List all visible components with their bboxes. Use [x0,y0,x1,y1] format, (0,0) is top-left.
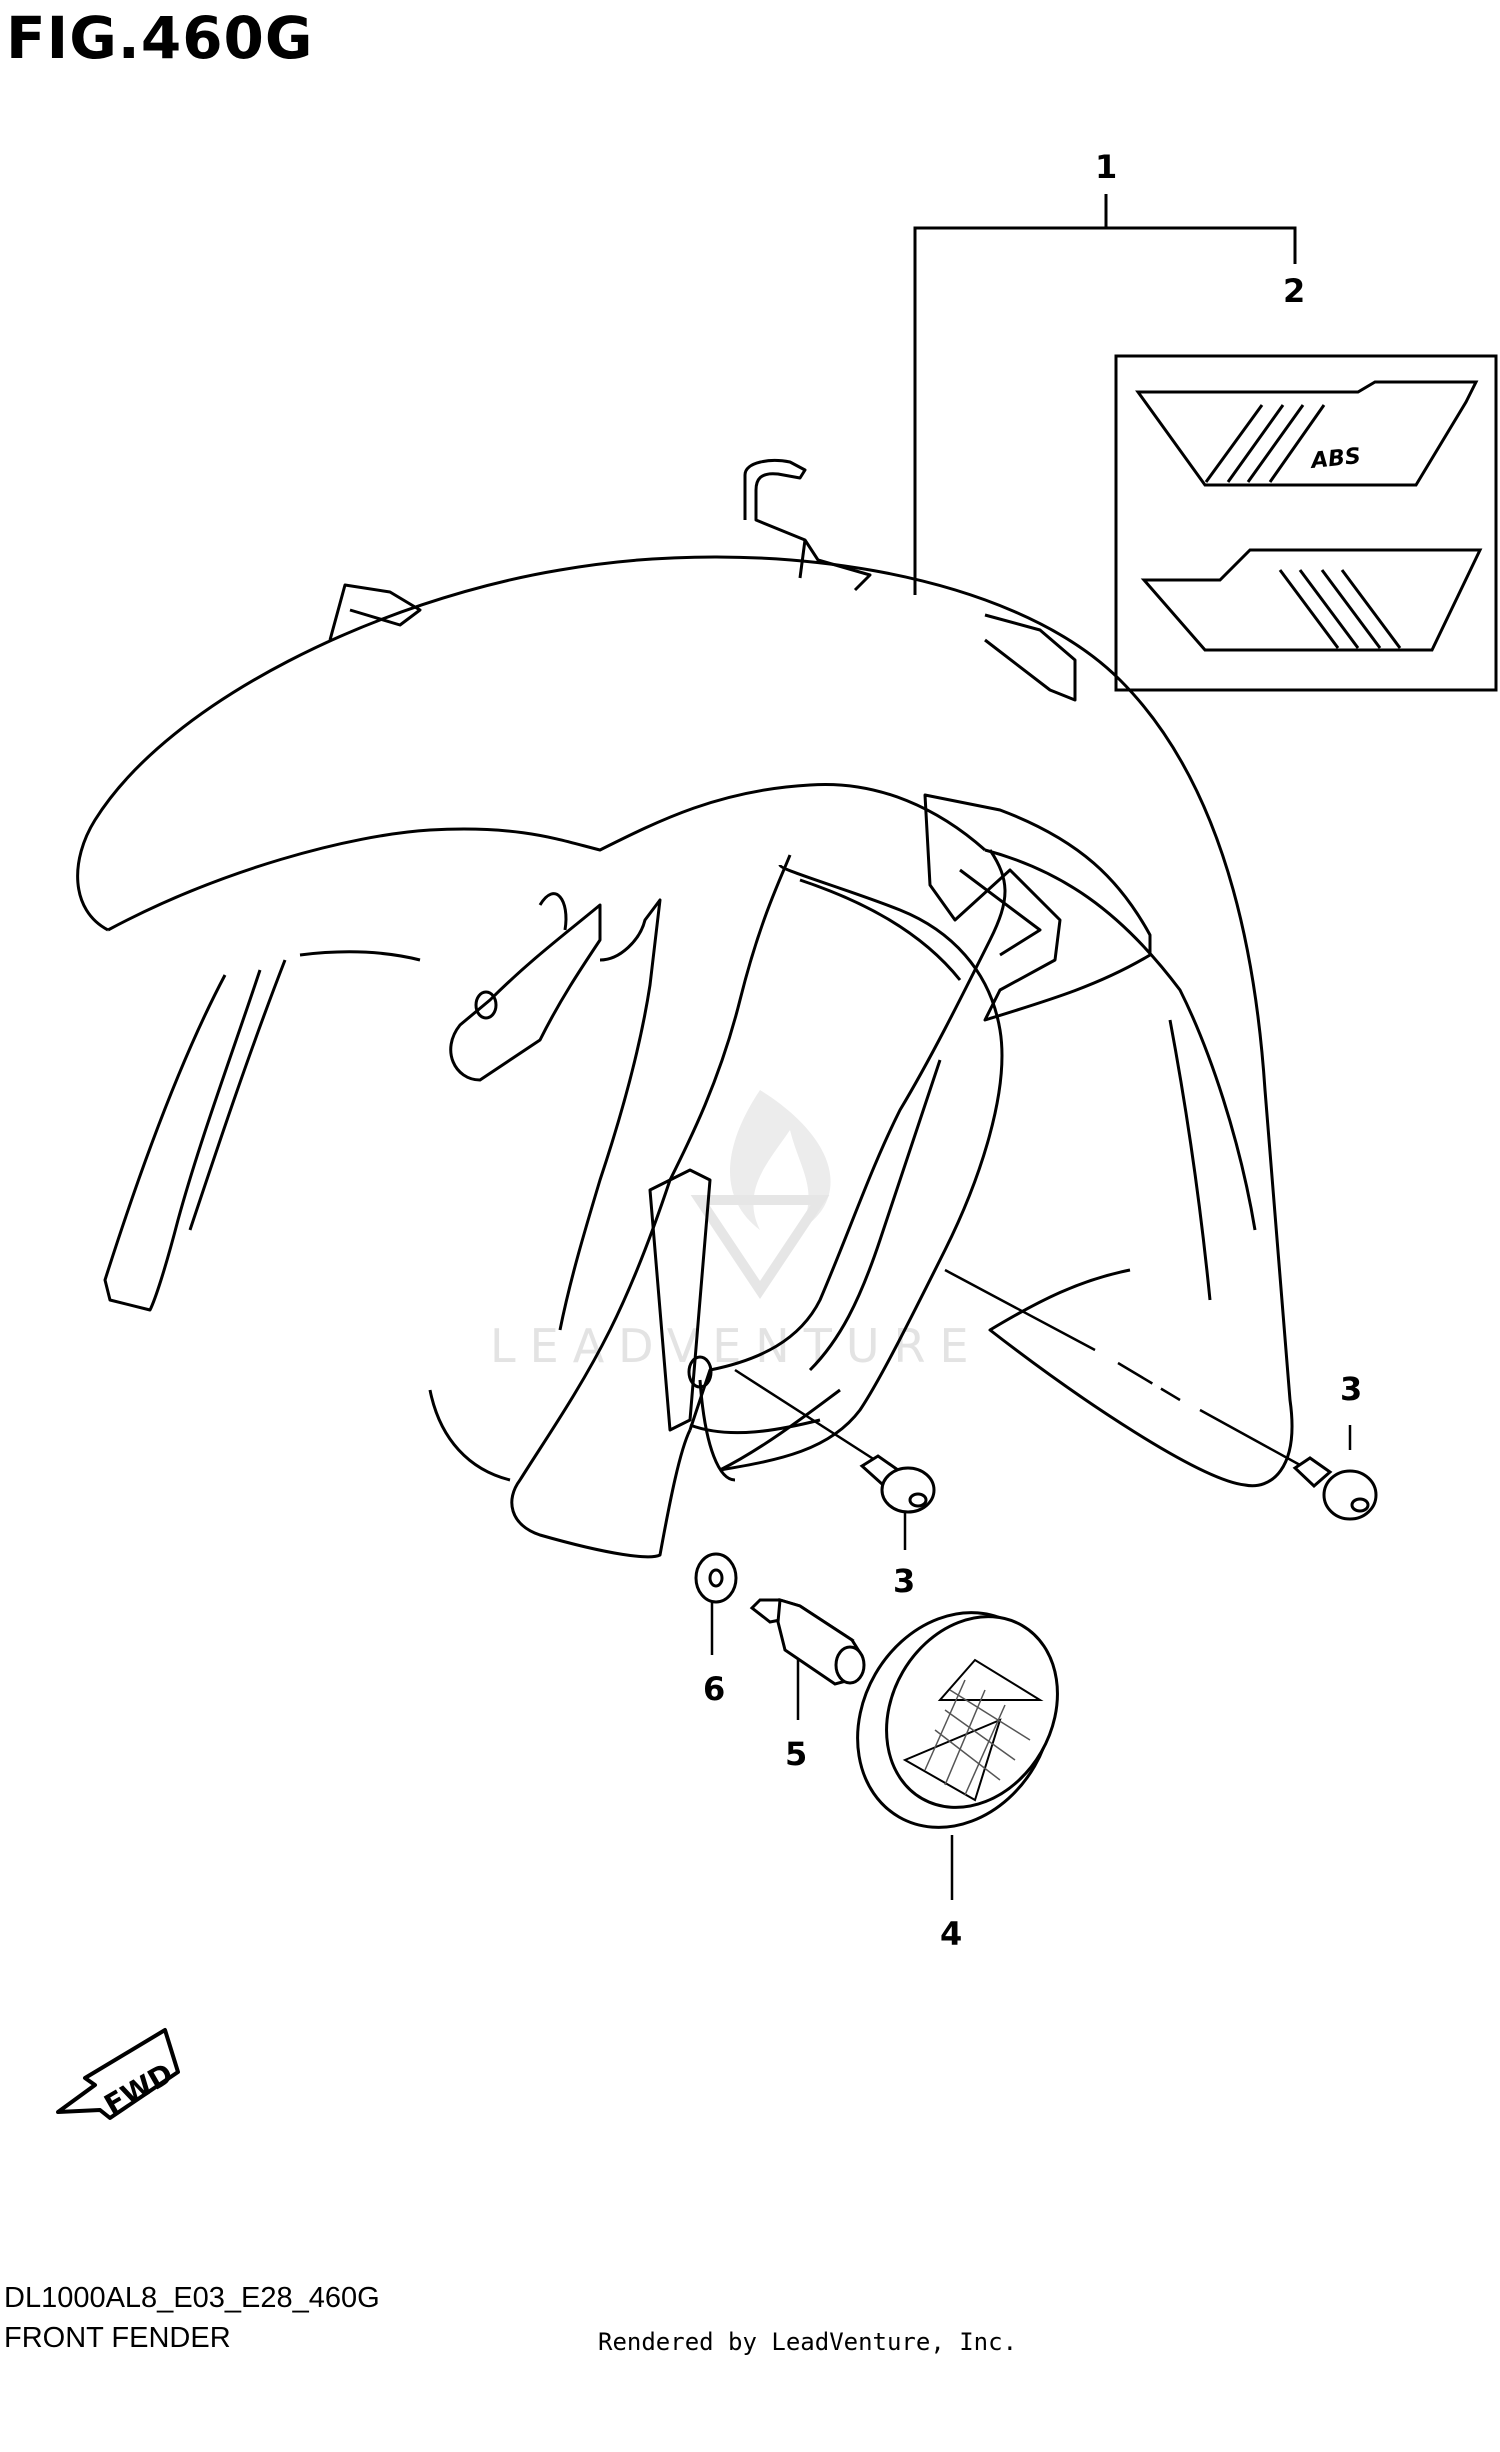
spacer-part-5 [749,1598,866,1686]
callout-4: 4 [940,1915,962,1953]
front-fender [76,459,1294,1559]
model-code: DL1000AL8_E03_E28_460G [4,2282,380,2314]
callout-1: 1 [1095,148,1117,186]
callout-3-center: 3 [893,1562,915,1600]
callout-2: 2 [1283,272,1305,310]
callout-3-right: 3 [1340,1370,1362,1408]
decal-abs-label: ABS [1308,444,1362,474]
callout-6: 6 [703,1670,725,1708]
decal-set [1114,354,1498,692]
render-credit: Rendered by LeadVenture, Inc. [598,2328,1018,2356]
washer-part-6 [694,1552,738,1604]
section-name: FRONT FENDER [4,2322,231,2354]
bracket-part-1 [913,194,1297,595]
screw-part-3-right [1292,1456,1378,1521]
emblem-part-4 [856,1611,1059,1829]
leader-lines [710,1268,1352,1900]
leadventure-watermark: LEADVENTURE [490,1090,969,1373]
callout-5: 5 [785,1735,807,1773]
screw-part-3-center [859,1454,936,1514]
forward-arrow-icon: FWD [56,2028,180,2122]
figure-title: FIG.460G [6,4,314,72]
